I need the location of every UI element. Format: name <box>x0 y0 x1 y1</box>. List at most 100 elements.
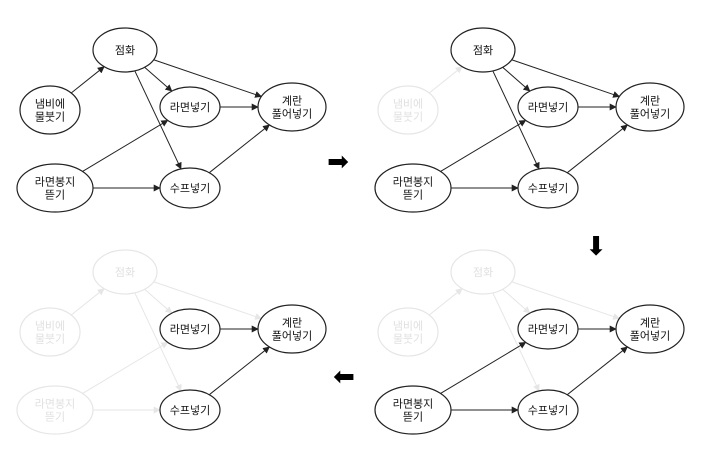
node-label: 냄비에 <box>393 98 423 111</box>
node-put-soup: 수프넣기 <box>517 389 579 431</box>
node-put-soup: 수프넣기 <box>159 389 221 431</box>
edge-ignite-to-put_soup <box>492 70 540 170</box>
node-put-ramen: 라면넣기 <box>159 86 221 128</box>
left-arrow-icon: ⬅ <box>333 362 355 392</box>
edge-put_soup-to-add_egg <box>208 346 270 396</box>
node-label: 냄비에 <box>393 320 423 333</box>
node-label: 계란 <box>282 317 302 330</box>
edge-open_ramen-to-put_ramen <box>82 119 169 172</box>
node-ellipse <box>517 389 579 431</box>
node-ellipse <box>159 308 221 350</box>
edge-open_ramen-to-put_ramen <box>82 341 169 394</box>
node-ellipse <box>19 307 81 357</box>
edge-ignite-to-put_soup <box>492 292 540 392</box>
node-ellipse <box>257 82 327 132</box>
edge-pour_water-to-ignite <box>70 288 105 316</box>
node-label: 라면넣기 <box>528 323 568 336</box>
node-ellipse <box>517 308 579 350</box>
node-label: 물붓기 <box>393 111 423 124</box>
node-ellipse <box>16 163 94 213</box>
node-label: 풀어넣기 <box>272 330 312 343</box>
node-ellipse <box>450 249 516 295</box>
node-label: 계란 <box>640 317 660 330</box>
node-ellipse <box>615 304 685 354</box>
node-ellipse <box>159 167 221 209</box>
node-label: 라면봉지 <box>35 398 75 411</box>
node-ellipse <box>374 385 452 435</box>
edge-ignite-to-put_ramen <box>502 66 531 92</box>
node-label: 뜯기 <box>403 189 423 202</box>
edge-ignite-to-put_ramen <box>144 288 173 314</box>
node-label: 풀어넣기 <box>630 108 670 121</box>
edge-ignite-to-add_egg <box>511 281 621 320</box>
node-ellipse <box>450 27 516 73</box>
node-ellipse <box>159 389 221 431</box>
node-label: 냄비에 <box>35 320 65 333</box>
edge-pour_water-to-ignite <box>428 66 463 94</box>
edge-ignite-to-put_soup <box>134 292 182 392</box>
node-label: 점화 <box>115 266 135 279</box>
node-ellipse <box>92 27 158 73</box>
node-put-soup: 수프넣기 <box>159 167 221 209</box>
node-label: 수프넣기 <box>528 404 568 417</box>
edge-pour_water-to-ignite <box>428 288 463 316</box>
edge-ignite-to-add_egg <box>153 59 263 98</box>
edge-open_ramen-to-put_ramen <box>440 341 527 394</box>
node-ignite: 점화 <box>92 249 158 295</box>
node-ignite: 점화 <box>450 27 516 73</box>
node-ellipse <box>517 167 579 209</box>
node-ellipse <box>92 249 158 295</box>
node-label: 점화 <box>473 266 493 279</box>
node-label: 라면봉지 <box>393 176 433 189</box>
node-ellipse <box>615 82 685 132</box>
node-put-ramen: 라면넣기 <box>517 308 579 350</box>
node-label: 계란 <box>282 95 302 108</box>
node-ellipse <box>16 385 94 435</box>
node-ellipse <box>257 304 327 354</box>
node-ellipse <box>159 86 221 128</box>
edge-ignite-to-add_egg <box>511 59 621 98</box>
node-label: 라면넣기 <box>170 323 210 336</box>
node-put-ramen: 라면넣기 <box>517 86 579 128</box>
node-label: 냄비에 <box>35 98 65 111</box>
edge-ignite-to-put_soup <box>134 70 182 170</box>
node-put-soup: 수프넣기 <box>517 167 579 209</box>
node-label: 뜯기 <box>45 411 65 424</box>
edge-put_soup-to-add_egg <box>566 346 628 396</box>
edge-put_soup-to-add_egg <box>566 124 628 174</box>
right-arrow-icon: ➡ <box>327 147 349 177</box>
edge-ignite-to-add_egg <box>153 281 263 320</box>
node-label: 계란 <box>640 95 660 108</box>
node-label: 물붓기 <box>393 333 423 346</box>
node-label: 라면봉지 <box>35 176 75 189</box>
edge-ignite-to-put_ramen <box>144 66 173 92</box>
node-put-ramen: 라면넣기 <box>159 308 221 350</box>
edge-pour_water-to-ignite <box>70 66 105 94</box>
down-arrow-icon: ⬇ <box>585 232 607 262</box>
node-label: 수프넣기 <box>170 404 210 417</box>
node-ignite: 점화 <box>450 249 516 295</box>
node-label: 수프넣기 <box>170 182 210 195</box>
node-label: 물붓기 <box>35 111 65 124</box>
edge-ignite-to-put_ramen <box>502 288 531 314</box>
node-label: 풀어넣기 <box>272 108 312 121</box>
node-label: 수프넣기 <box>528 182 568 195</box>
node-ellipse <box>374 163 452 213</box>
node-label: 물붓기 <box>35 333 65 346</box>
node-ellipse <box>377 85 439 135</box>
node-ellipse <box>19 85 81 135</box>
node-label: 뜯기 <box>45 189 65 202</box>
